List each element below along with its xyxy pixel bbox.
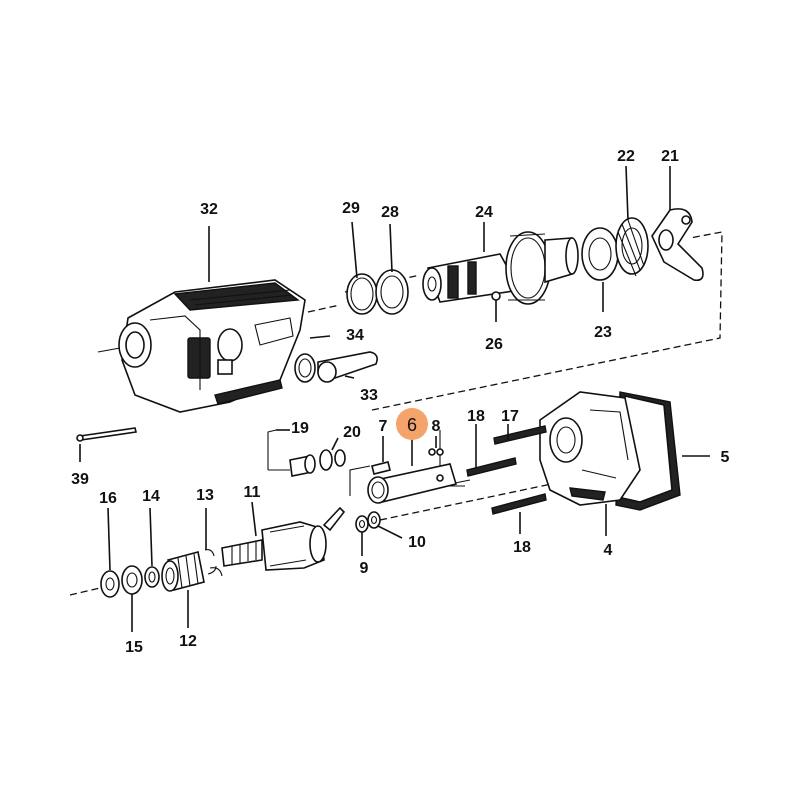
part-20-ring (319, 449, 346, 471)
callout-9[interactable]: 9 (360, 560, 369, 577)
callout-32[interactable]: 32 (200, 201, 218, 218)
part-29-ring (346, 273, 378, 315)
part-10-washer (367, 511, 381, 529)
callout-6[interactable]: 6 (407, 415, 417, 435)
callout-18-upper[interactable]: 18 (467, 408, 485, 425)
callout-33[interactable]: 33 (360, 387, 378, 404)
part-6-sleeve (367, 463, 458, 504)
callout-21[interactable]: 21 (661, 148, 679, 165)
callout-5[interactable]: 5 (721, 449, 730, 466)
part-19-bushing (289, 454, 316, 477)
callout-22[interactable]: 22 (617, 148, 635, 165)
callout-34[interactable]: 34 (346, 327, 364, 344)
leader-lines (79, 165, 710, 632)
part-13-circlip (204, 549, 223, 577)
callout-10[interactable]: 10 (408, 534, 426, 551)
callout-12[interactable]: 12 (179, 633, 197, 650)
part-7-pin (371, 461, 391, 475)
callout-19[interactable]: 19 (291, 420, 309, 437)
part-26-pin (491, 291, 501, 301)
part-15-ring (121, 565, 143, 595)
callout-29[interactable]: 29 (342, 200, 360, 217)
callout-26[interactable]: 26 (485, 336, 503, 353)
part-28-ring (375, 269, 409, 315)
part-32-housing (118, 279, 306, 413)
callout-15[interactable]: 15 (125, 639, 143, 656)
callout-4[interactable]: 4 (604, 542, 613, 559)
part-14-washer (144, 566, 160, 588)
part-4-gear-housing (539, 391, 641, 506)
callout-23[interactable]: 23 (594, 324, 612, 341)
callout-18-lower[interactable]: 18 (513, 539, 531, 556)
part-39-bolt (76, 427, 137, 442)
callout-24[interactable]: 24 (475, 204, 493, 221)
callout-11[interactable]: 11 (244, 484, 261, 501)
callout-20[interactable]: 20 (343, 424, 361, 441)
part-33-lever (317, 351, 378, 383)
callout-16[interactable]: 16 (99, 490, 117, 507)
part-18-rod-lower (491, 493, 547, 515)
callout-7[interactable]: 7 (379, 418, 388, 435)
callout-14[interactable]: 14 (142, 488, 160, 505)
part-22-bearing (615, 217, 649, 277)
callout-39[interactable]: 39 (71, 471, 89, 488)
part-18-rod-upper (466, 457, 517, 477)
part-24-spindle-gear (422, 231, 579, 305)
part-9-washer (355, 515, 369, 533)
part-23-washer (581, 227, 619, 281)
part-8-rings (428, 448, 444, 456)
callout-17[interactable]: 17 (501, 408, 519, 425)
part-34-ring (294, 353, 316, 383)
highlight-marker-6 (396, 408, 428, 440)
part-12-gear-sleeve (161, 551, 205, 592)
callout-28[interactable]: 28 (381, 204, 399, 221)
part-11-drive-shaft (221, 506, 346, 571)
callout-labels: 32 29 28 24 22 21 26 23 34 33 6 19 20 7 … (71, 148, 729, 656)
callout-8[interactable]: 8 (432, 418, 441, 435)
part-17-rod (493, 425, 547, 445)
part-21-bracket (651, 208, 704, 282)
part-16-washer (100, 570, 120, 598)
callout-13[interactable]: 13 (196, 487, 214, 504)
